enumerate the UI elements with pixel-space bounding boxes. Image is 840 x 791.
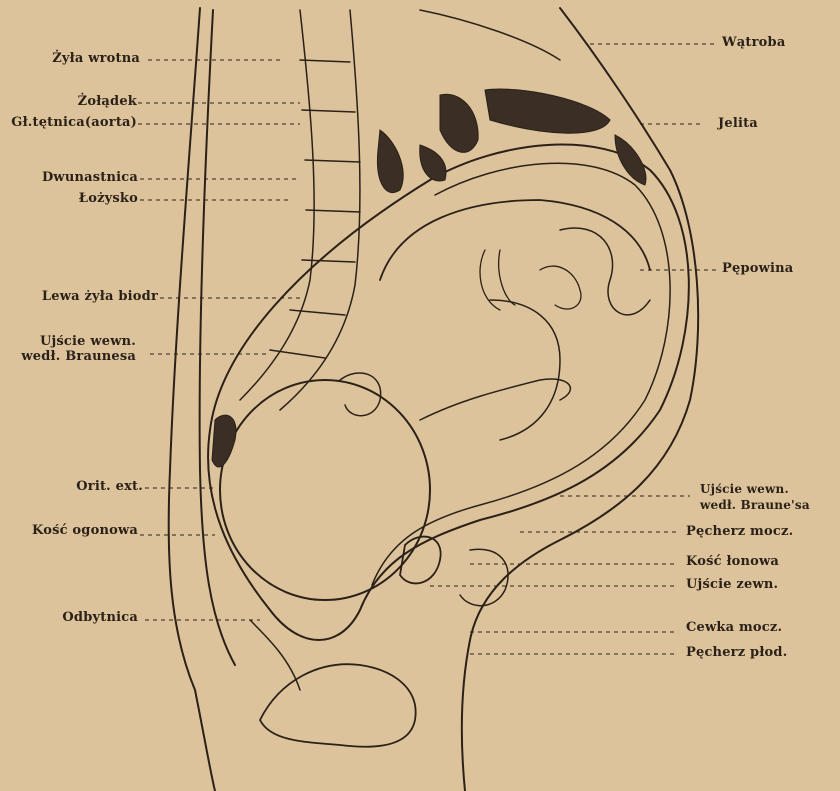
uterus-inner: [372, 163, 670, 585]
fetus-leg: [490, 300, 560, 440]
label-odbytnica: Odbytnica: [62, 611, 138, 625]
back-inner-line: [200, 10, 235, 665]
label-pecherz-mocz: Pęcherz mocz.: [686, 525, 793, 539]
label-orit-ext: Orit. ext.: [76, 480, 143, 494]
buttock: [260, 664, 416, 746]
label-kosc-ogonowa: Kość ogonowa: [32, 524, 138, 538]
rectum: [250, 620, 300, 690]
leader-lines: [138, 44, 720, 654]
bladder: [460, 549, 508, 605]
fetus-arm: [420, 379, 570, 420]
label-watroba: Wątroba: [722, 36, 785, 50]
fetus-hand: [480, 250, 515, 310]
fetus-foot: [540, 266, 581, 309]
fetus-back: [380, 200, 650, 280]
fetus-ear: [340, 373, 381, 416]
label-ujscie-wewn-right-2: wedł. Braune'sa: [700, 498, 810, 512]
liver: [420, 10, 560, 60]
label-ujscie-zewn: Ujście zewn.: [686, 578, 778, 592]
fetus-head: [220, 380, 430, 600]
label-dwunastnica: Dwunastnica: [42, 171, 138, 185]
label-zoladek: Żołądek: [78, 95, 137, 109]
label-zyla-wrotna: Żyła wrotna: [52, 52, 140, 66]
uterus-wall: [208, 145, 689, 640]
label-kosc-lonowa: Kość łonowa: [686, 555, 779, 569]
label-aorta: Gł.tętnica(aorta): [11, 116, 137, 130]
label-cewka-mocz: Cewka mocz.: [686, 621, 782, 635]
label-ujscie-wewn-right-1: Ujście wewn.: [700, 482, 789, 496]
label-pecherz-plod: Pęcherz płod.: [686, 646, 787, 660]
label-pepowina: Pępowina: [722, 262, 793, 276]
label-ujscie-wewn-left-1: Ujście wewn.: [40, 335, 136, 349]
spine: [240, 10, 360, 410]
label-jelita: Jelita: [718, 117, 758, 131]
label-ujscie-wewn-left-2: wedł. Braunesa: [21, 350, 136, 364]
label-lozysko: Łożysko: [79, 192, 138, 206]
label-lewa-zyla: Lewa żyła biodr: [42, 290, 158, 304]
